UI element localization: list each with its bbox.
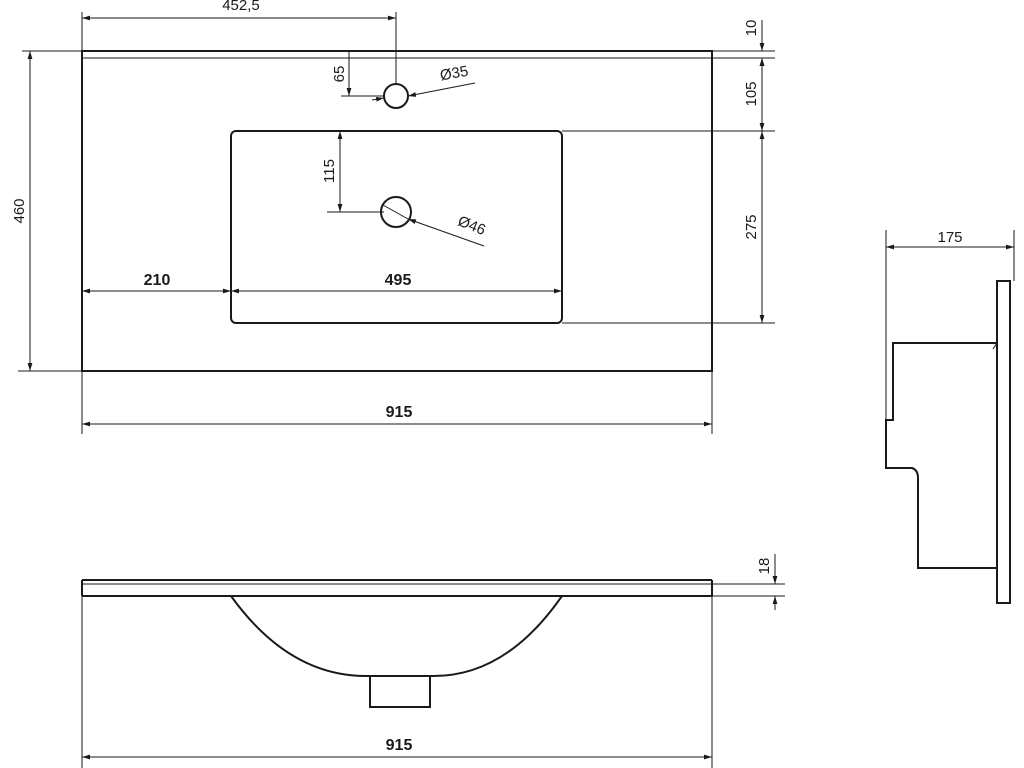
dim-right-stack: 10 105 275 <box>562 20 775 324</box>
dim-label-460: 460 <box>11 198 28 223</box>
dim-label-105: 105 <box>743 81 760 106</box>
dim-overall-width-front: 915 <box>81 596 713 768</box>
dim-label-275: 275 <box>743 214 760 239</box>
dim-overall-width-top: 915 <box>81 371 713 434</box>
bowl-outline <box>230 130 563 324</box>
dim-label-115: 115 <box>321 159 338 183</box>
dim-label-10: 10 <box>743 20 760 37</box>
front-view <box>81 579 713 708</box>
front-bowl-curve <box>230 595 563 678</box>
front-drain <box>369 676 431 708</box>
dim-label-452: 452,5 <box>222 0 260 14</box>
dim-label-46: Ø46 <box>455 213 488 239</box>
side-profile <box>996 280 1011 604</box>
dim-drain-offset-y: 115 <box>321 131 384 213</box>
dim-label-495: 495 <box>385 272 412 289</box>
dim-label-65: 65 <box>331 66 348 83</box>
dim-drain-dia: Ø46 <box>382 204 488 247</box>
dim-tap-hole-dia: Ø35 <box>371 63 476 102</box>
countertop-outline <box>81 50 713 372</box>
dim-slab-thickness: 18 <box>712 554 785 610</box>
side-view: 175 <box>885 229 1015 604</box>
dim-hole-offset-y: 65 <box>331 51 384 97</box>
dim-label-915-top: 915 <box>386 404 413 421</box>
dim-label-210: 210 <box>144 272 171 289</box>
dim-label-915-front: 915 <box>386 737 413 754</box>
dim-label-18: 18 <box>756 558 773 575</box>
dim-label-35: Ø35 <box>439 63 470 85</box>
dim-overall-depth: 460 <box>11 50 82 372</box>
dim-label-175: 175 <box>937 229 962 246</box>
tap-hole <box>383 83 409 109</box>
side-bowl-profile <box>885 342 997 569</box>
dim-hole-offset-x: 452,5 <box>81 0 397 84</box>
dim-horizontal-inner: 210 495 <box>82 272 562 294</box>
